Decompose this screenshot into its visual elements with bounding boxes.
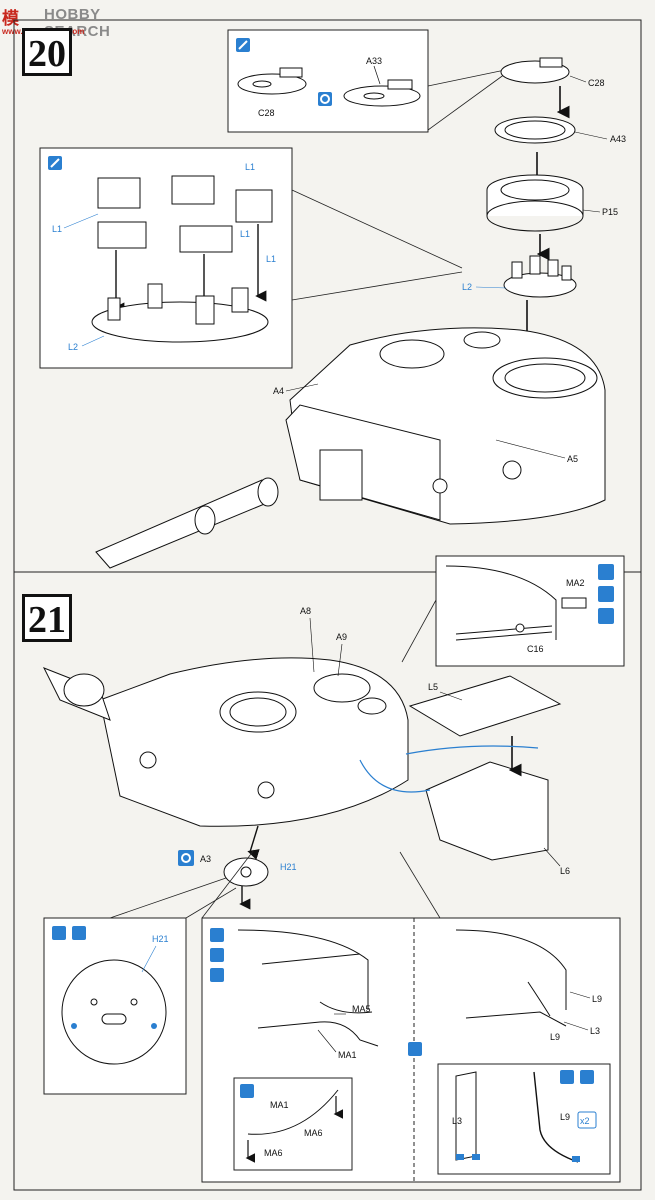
label-l5: L5: [428, 682, 438, 692]
step-number-20: 20: [22, 28, 72, 76]
label-p15: P15: [602, 207, 618, 217]
label-ma6-b: MA6: [264, 1148, 283, 1158]
file-icon-2: [560, 1070, 574, 1084]
turret-step-21: A8 A9: [42, 606, 409, 827]
label-l1-d: L1: [266, 254, 276, 264]
label-l1-c: L1: [240, 229, 250, 239]
bend-icon-2: [210, 948, 224, 962]
label-ma2: MA2: [566, 578, 585, 588]
label-l9-b: L9: [550, 1032, 560, 1042]
step-number-21: 21: [22, 594, 72, 642]
pistol-port: A3 H21: [200, 825, 297, 910]
liquid-cement-icon-2: [210, 968, 224, 982]
inset-hatch-options: C28 A33: [227, 29, 429, 133]
stowage-bin: L5 L6: [408, 675, 570, 876]
label-ma5: MA5: [352, 1004, 371, 1014]
label-c28: C28: [588, 78, 605, 88]
label-l3-a: L3: [590, 1026, 600, 1036]
inset-periscope-ring: L1 L1 L1 L1 L2: [39, 147, 293, 369]
inset-h21-detail: H21: [43, 917, 187, 1095]
label-a4: A4: [273, 386, 284, 396]
label-a8: A8: [300, 606, 311, 616]
label-l6: L6: [560, 866, 570, 876]
file-icon: [72, 926, 86, 940]
inset-ma-rails: MA5 MA1 MA1 MA6 MA6 L9 L3 L9: [201, 917, 621, 1183]
glue-icon-4: [52, 926, 66, 940]
label-ma6-a: MA6: [304, 1128, 323, 1138]
label-l1-a: L1: [245, 162, 255, 172]
glue-icon-6: [240, 1084, 254, 1098]
label-a3: A3: [200, 854, 211, 864]
inset-ma2-rail: MA2 C16: [435, 555, 625, 667]
cupola-stack: C28 A43 P15 L2: [462, 57, 626, 363]
label-l3-b: L3: [452, 1116, 462, 1126]
glue-icon-5: [210, 928, 224, 942]
glue-icon-7: [580, 1070, 594, 1084]
bend-icon: [598, 608, 614, 624]
label-a33: A33: [366, 56, 382, 66]
label-a5: A5: [567, 454, 578, 464]
label-a9: A9: [336, 632, 347, 642]
label-a43: A43: [610, 134, 626, 144]
liquid-cement-icon: [598, 586, 614, 602]
label-h21: H21: [280, 862, 297, 872]
option-icon-2: [178, 850, 194, 866]
page-border: [13, 19, 642, 1191]
label-h21-inset: H21: [152, 934, 169, 944]
option-icon-3: [408, 1042, 422, 1056]
label-x2: x2: [580, 1116, 590, 1126]
label-c16: C16: [527, 644, 544, 654]
label-l9-a: L9: [592, 994, 602, 1004]
label-l2-inset: L2: [68, 342, 78, 352]
label-l1-b: L1: [52, 224, 62, 234]
turret-step-20: A4 A5: [95, 327, 606, 569]
label-l2: L2: [462, 282, 472, 292]
glue-icon-3: [598, 564, 614, 580]
watermark-logo: 模: [2, 9, 19, 29]
label-l9-c: L9: [560, 1112, 570, 1122]
label-c28-inset: C28: [258, 108, 275, 118]
label-ma1: MA1: [338, 1050, 357, 1060]
label-ma1-detail: MA1: [270, 1100, 289, 1110]
